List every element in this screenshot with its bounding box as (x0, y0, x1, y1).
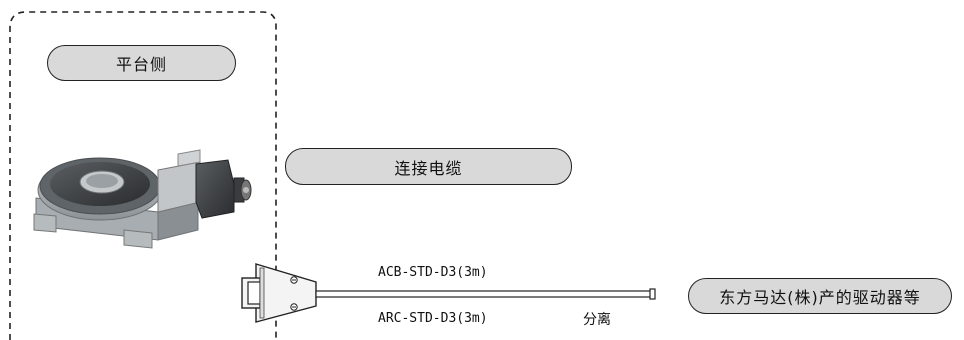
platform-side-text: 平台侧 (115, 55, 167, 74)
driver-label: 东方马达(株)产的驱动器等 (688, 278, 952, 314)
cable-label-text: 连接电缆 (394, 158, 463, 178)
cable-label: 连接电缆 (285, 148, 572, 185)
separate-label: 分离 (583, 312, 611, 328)
rotary-stage-image (33, 149, 252, 249)
driver-label-text: 东方马达(株)产的驱动器等 (719, 288, 921, 307)
dsub-connector (241, 263, 317, 323)
cable-model-bottom: ARC-STD-D3(3m) (378, 311, 488, 326)
cable-model-top: ACB-STD-D3(3m) (378, 265, 488, 280)
platform-side-label: 平台侧 (47, 45, 236, 81)
